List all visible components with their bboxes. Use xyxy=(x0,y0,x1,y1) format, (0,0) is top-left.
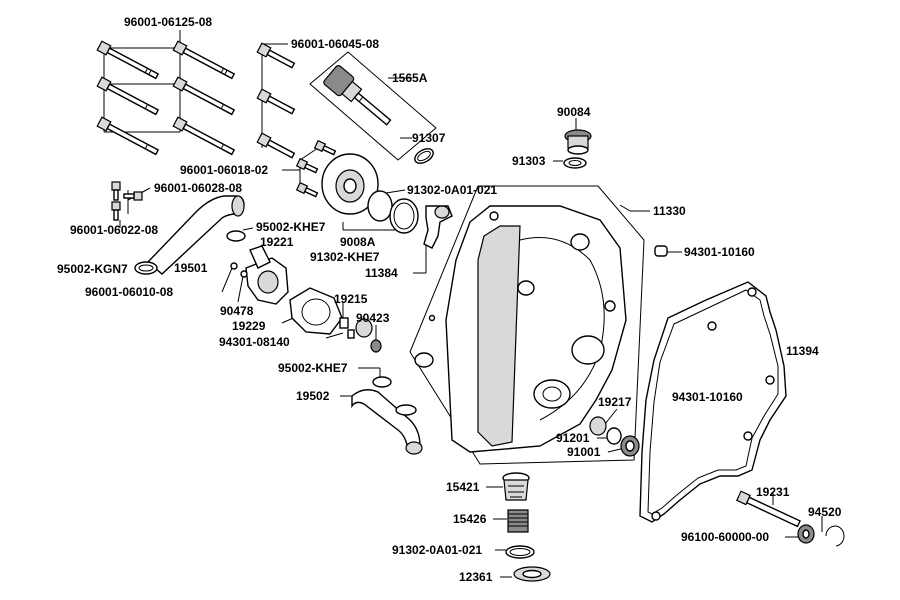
bracket xyxy=(423,205,453,249)
label-19221: 19221 xyxy=(260,235,294,249)
label-15421: 15421 xyxy=(446,480,480,494)
label-95002-KHE7-bottom: 95002-KHE7 xyxy=(278,361,348,375)
hose-upper xyxy=(134,195,246,275)
label-19229: 19229 xyxy=(232,319,266,333)
drain-plug xyxy=(563,129,592,169)
label-11384: 11384 xyxy=(365,266,398,280)
medium-bolts-group xyxy=(256,42,296,159)
label-15426: 15426 xyxy=(453,512,487,526)
label-12361: 12361 xyxy=(459,570,493,584)
label-96001-06028-08: 96001-06028-08 xyxy=(154,181,242,195)
oil-strainer-stack xyxy=(502,472,551,582)
small-bolts-center xyxy=(295,139,337,198)
label-96001-06018-02: 96001-06018-02 xyxy=(180,163,268,177)
dipstick-assembly xyxy=(309,51,437,164)
label-96001-06022-08: 96001-06022-08 xyxy=(70,223,158,237)
pump-gasket xyxy=(289,287,343,335)
label-94301-08140: 94301-08140 xyxy=(219,335,290,349)
label-94520: 94520 xyxy=(808,505,842,519)
label-19502: 19502 xyxy=(296,389,330,403)
part-labels: 96001-06125-08 96001-06045-08 1565A 9130… xyxy=(57,15,842,584)
pump-cover xyxy=(321,153,419,234)
label-19501: 19501 xyxy=(174,261,208,275)
pump-shaft-parts xyxy=(339,317,382,353)
label-91302-0A01-021-bottom: 91302-0A01-021 xyxy=(392,543,482,557)
pump-housing xyxy=(230,245,289,305)
label-91001: 91001 xyxy=(567,445,601,459)
label-19217: 19217 xyxy=(598,395,632,409)
label-95002-KGN7: 95002-KGN7 xyxy=(57,262,128,276)
hose-lower xyxy=(351,376,423,455)
label-91302-0A01-021-top: 91302-0A01-021 xyxy=(407,183,497,197)
label-11330: 11330 xyxy=(653,204,686,218)
cover-gasket xyxy=(639,281,787,523)
label-96001-06010-08: 96001-06010-08 xyxy=(85,285,173,299)
small-bolts-left xyxy=(111,181,143,221)
bearing-stack xyxy=(589,416,640,457)
label-94301-10160-top: 94301-10160 xyxy=(684,245,755,259)
label-11394: 11394 xyxy=(786,344,819,358)
label-96001-06045-08: 96001-06045-08 xyxy=(291,37,379,51)
pump-shaft xyxy=(736,490,845,547)
label-90478: 90478 xyxy=(220,304,254,318)
long-bolts-group xyxy=(96,40,236,156)
label-19231: 19231 xyxy=(756,485,790,499)
label-95002-KHE7-top: 95002-KHE7 xyxy=(256,220,326,234)
label-96001-06125-08: 96001-06125-08 xyxy=(124,15,212,29)
label-91302-KHE7: 91302-KHE7 xyxy=(310,250,380,264)
label-96100-60000-00: 96100-60000-00 xyxy=(681,530,769,544)
label-19215: 19215 xyxy=(334,292,368,306)
label-90084: 90084 xyxy=(557,105,591,119)
crankcase-cover xyxy=(409,185,645,465)
label-91303: 91303 xyxy=(512,154,546,168)
label-1565A: 1565A xyxy=(392,71,428,85)
label-90423: 90423 xyxy=(356,311,390,325)
label-9008A: 9008A xyxy=(340,235,376,249)
label-94301-10160-bottom: 94301-10160 xyxy=(672,390,743,404)
label-91201: 91201 xyxy=(556,431,590,445)
label-91307: 91307 xyxy=(412,131,446,145)
